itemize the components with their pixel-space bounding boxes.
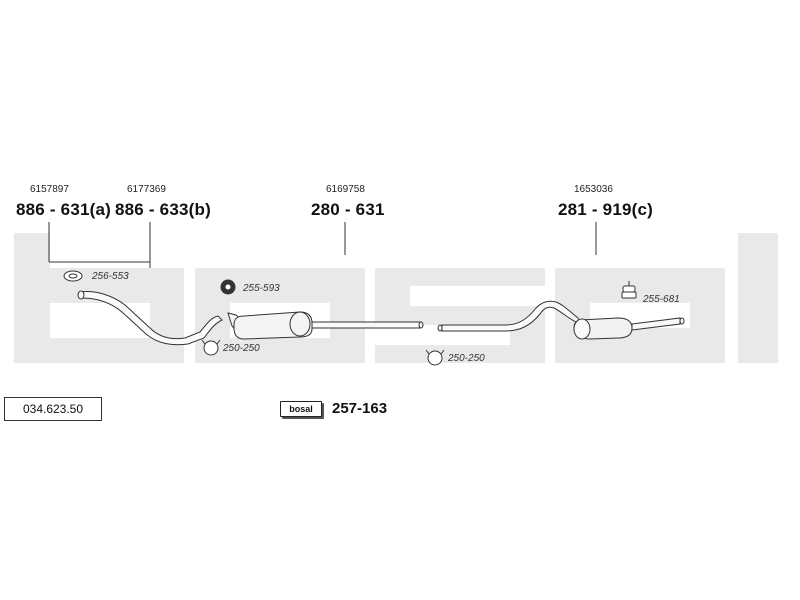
leader-lines: [48, 222, 597, 268]
clamp-icon: [201, 339, 221, 356]
oem-number: 6177369: [127, 184, 166, 195]
part-number[interactable]: 281 - 919(c): [558, 200, 654, 219]
gasket-ring-icon: [63, 270, 83, 282]
rubber-hanger-icon: [621, 281, 637, 299]
front-pipe: [77, 290, 223, 346]
small-part-number[interactable]: 255-593: [243, 283, 280, 294]
small-part-number[interactable]: 250-250: [223, 343, 260, 354]
small-part-number[interactable]: 255-681: [643, 294, 680, 305]
kit-part-number[interactable]: 257-163: [332, 400, 388, 417]
middle-silencer: [227, 311, 424, 340]
rear-silencer: [437, 300, 685, 340]
part-number[interactable]: 886 - 633(b): [115, 200, 211, 219]
rubber-mount-icon: [220, 279, 236, 295]
clamp-icon: [425, 349, 445, 366]
part-number[interactable]: 886 - 631(a): [16, 200, 112, 219]
oem-number: 1653036: [574, 184, 613, 195]
catalog-number: 034.623.50: [4, 397, 102, 421]
oem-number: 6157897: [30, 184, 69, 195]
oem-number: 6169758: [326, 184, 365, 195]
small-part-number[interactable]: 250-250: [448, 353, 485, 364]
kit-logo-icon: bosal: [280, 401, 322, 417]
small-part-number[interactable]: 256-553: [92, 271, 129, 282]
part-number[interactable]: 280 - 631: [311, 200, 385, 219]
